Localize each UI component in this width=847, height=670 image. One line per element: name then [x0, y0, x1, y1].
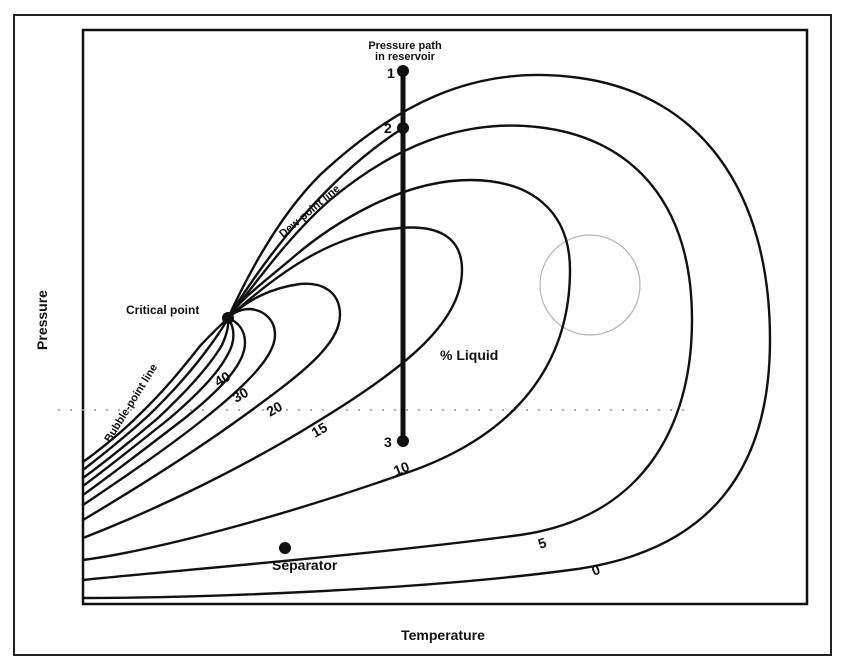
point-3-marker [397, 435, 409, 447]
contour-inner-1-curve [81, 316, 235, 488]
highlight-circle [539, 234, 641, 336]
contour-15-label: 15 [309, 419, 331, 441]
contour-inner-3-curve [81, 316, 230, 472]
point-1-marker [397, 65, 409, 77]
contour-30-label: 30 [230, 384, 252, 406]
pressure-path-label-line2: in reservoir [375, 51, 436, 63]
pressure-path-label-line1: Pressure path [368, 40, 442, 52]
contour-10-label: 10 [391, 458, 412, 479]
point-1-label: 1 [387, 65, 395, 81]
separator-marker [279, 542, 291, 554]
contour-20-curve [81, 282, 342, 522]
contour-5-label: 5 [536, 534, 549, 552]
contour-5-curve [81, 124, 694, 582]
liquid-percent-label: % Liquid [440, 347, 498, 363]
contour-40-curve [81, 316, 247, 497]
x-axis-label: Temperature [401, 627, 485, 643]
critical-point-marker [222, 312, 234, 324]
contour-20-label: 20 [264, 398, 286, 420]
separator-label: Separator [272, 557, 338, 573]
contour-30-curve [81, 307, 277, 507]
contour-10-curve [81, 178, 572, 562]
contour-40-label: 40 [212, 368, 234, 390]
y-axis-label: Pressure [34, 290, 50, 350]
dew-point-label: Dew-point line [277, 183, 342, 241]
bubble-point-curve [81, 316, 230, 464]
point-2-label: 2 [384, 120, 392, 136]
contour-0-curve [81, 73, 772, 600]
point-2-marker [397, 122, 409, 134]
dew-point-curve [226, 126, 405, 320]
critical-point-label: Critical point [126, 303, 199, 317]
contour-inner-2-curve [81, 316, 230, 480]
plot-area [81, 28, 809, 606]
contour-15-curve [81, 226, 464, 540]
point-3-label: 3 [384, 434, 392, 450]
